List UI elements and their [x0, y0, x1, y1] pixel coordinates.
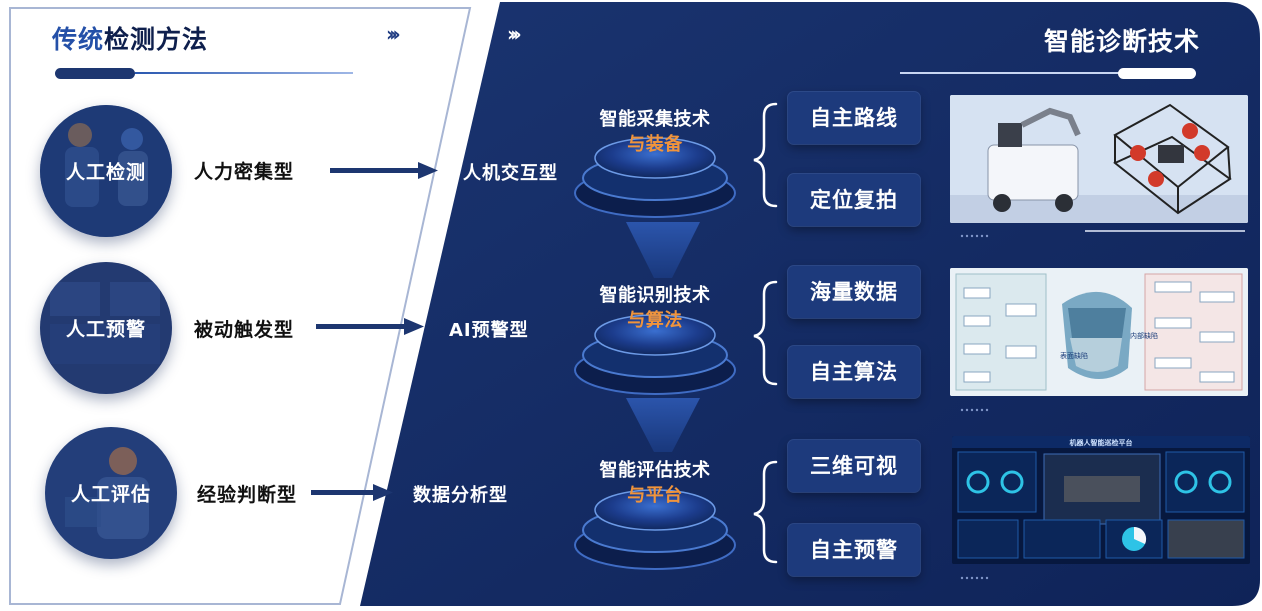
- technology-subtitle: 与算法: [627, 310, 683, 331]
- inspection-dashboard-image: 机器人智能巡检平台: [952, 436, 1250, 564]
- technology-label: 智能评估技术 与平台: [560, 458, 750, 508]
- technology-subtitle: 与装备: [627, 134, 683, 155]
- title-underline-left-bar: [55, 68, 135, 79]
- method-circle-manual-assessment: 人工评估: [45, 427, 177, 559]
- title-part-methods: 检测方法: [104, 25, 209, 54]
- traditional-type-label: 人力密集型: [194, 161, 295, 183]
- surface-defect-label: 表面缺陷: [1060, 351, 1088, 360]
- method-circle-manual-inspection: 人工检测: [40, 105, 172, 237]
- intelligent-type-label: 数据分析型: [413, 485, 508, 506]
- method-name: 人工评估: [70, 483, 151, 506]
- technology-subtitle: 与平台: [627, 485, 683, 506]
- technology-label: 智能识别技术 与算法: [560, 283, 750, 333]
- brace-icon: [753, 102, 778, 564]
- feature-pill: 海量数据: [788, 266, 920, 318]
- dashboard-title: 机器人智能巡检平台: [1070, 438, 1133, 447]
- feature-pill: 自主路线: [788, 92, 920, 144]
- right-panel-title: 智能诊断技术: [1043, 27, 1200, 56]
- worker-photo: [40, 105, 172, 237]
- tech-disc-stack: [574, 314, 736, 395]
- recognition-flowchart-illustration: 表面缺陷 内部缺陷: [950, 268, 1248, 396]
- method-name: 人工预警: [65, 318, 146, 341]
- arrow-right-icon: [311, 162, 438, 501]
- chevrons-right-icon: ›››: [507, 22, 522, 46]
- tech-disc-stack: [574, 137, 736, 218]
- technology-name: 智能采集技术: [599, 109, 711, 130]
- engineer-photo: [45, 427, 177, 559]
- feature-pill: 三维可视: [788, 440, 920, 492]
- tech-disc-stack: [574, 489, 736, 570]
- feature-pill: 自主算法: [788, 346, 920, 398]
- intelligent-type-label: 人机交互型: [463, 163, 558, 184]
- monitor-room-photo: [40, 262, 172, 394]
- title-part-traditional: 传统: [52, 25, 105, 54]
- feature-pill: 定位复拍: [788, 174, 920, 226]
- funnel-connector: [626, 222, 700, 278]
- technology-name: 智能评估技术: [599, 460, 711, 481]
- traditional-type-label: 经验判断型: [197, 484, 298, 506]
- technology-name: 智能识别技术: [599, 285, 711, 306]
- title-underline-left-line: [135, 72, 353, 74]
- left-panel-title: 传统检测方法: [52, 20, 208, 56]
- title-underline-right-line: [900, 72, 1120, 74]
- method-name: 人工检测: [65, 161, 146, 184]
- title-underline-right-bar: [1118, 68, 1196, 79]
- method-circle-manual-warning: 人工预警: [40, 262, 172, 394]
- carousel-dots: [960, 234, 989, 580]
- robot-drone-illustration: [950, 95, 1248, 223]
- chevrons-right-icon: ›››: [386, 22, 401, 46]
- technology-label: 智能采集技术 与装备: [560, 107, 750, 157]
- intelligent-type-label: AI预警型: [449, 320, 529, 341]
- internal-defect-label: 内部缺陷: [1130, 331, 1158, 340]
- traditional-type-label: 被动触发型: [194, 319, 295, 341]
- feature-pill: 自主预警: [788, 524, 920, 576]
- robot-drone-image: [950, 95, 1248, 223]
- recognition-flowchart-image: 表面缺陷 内部缺陷: [950, 268, 1248, 396]
- funnel-connector: [626, 398, 700, 452]
- dashboard-illustration: 机器人智能巡检平台: [952, 436, 1250, 564]
